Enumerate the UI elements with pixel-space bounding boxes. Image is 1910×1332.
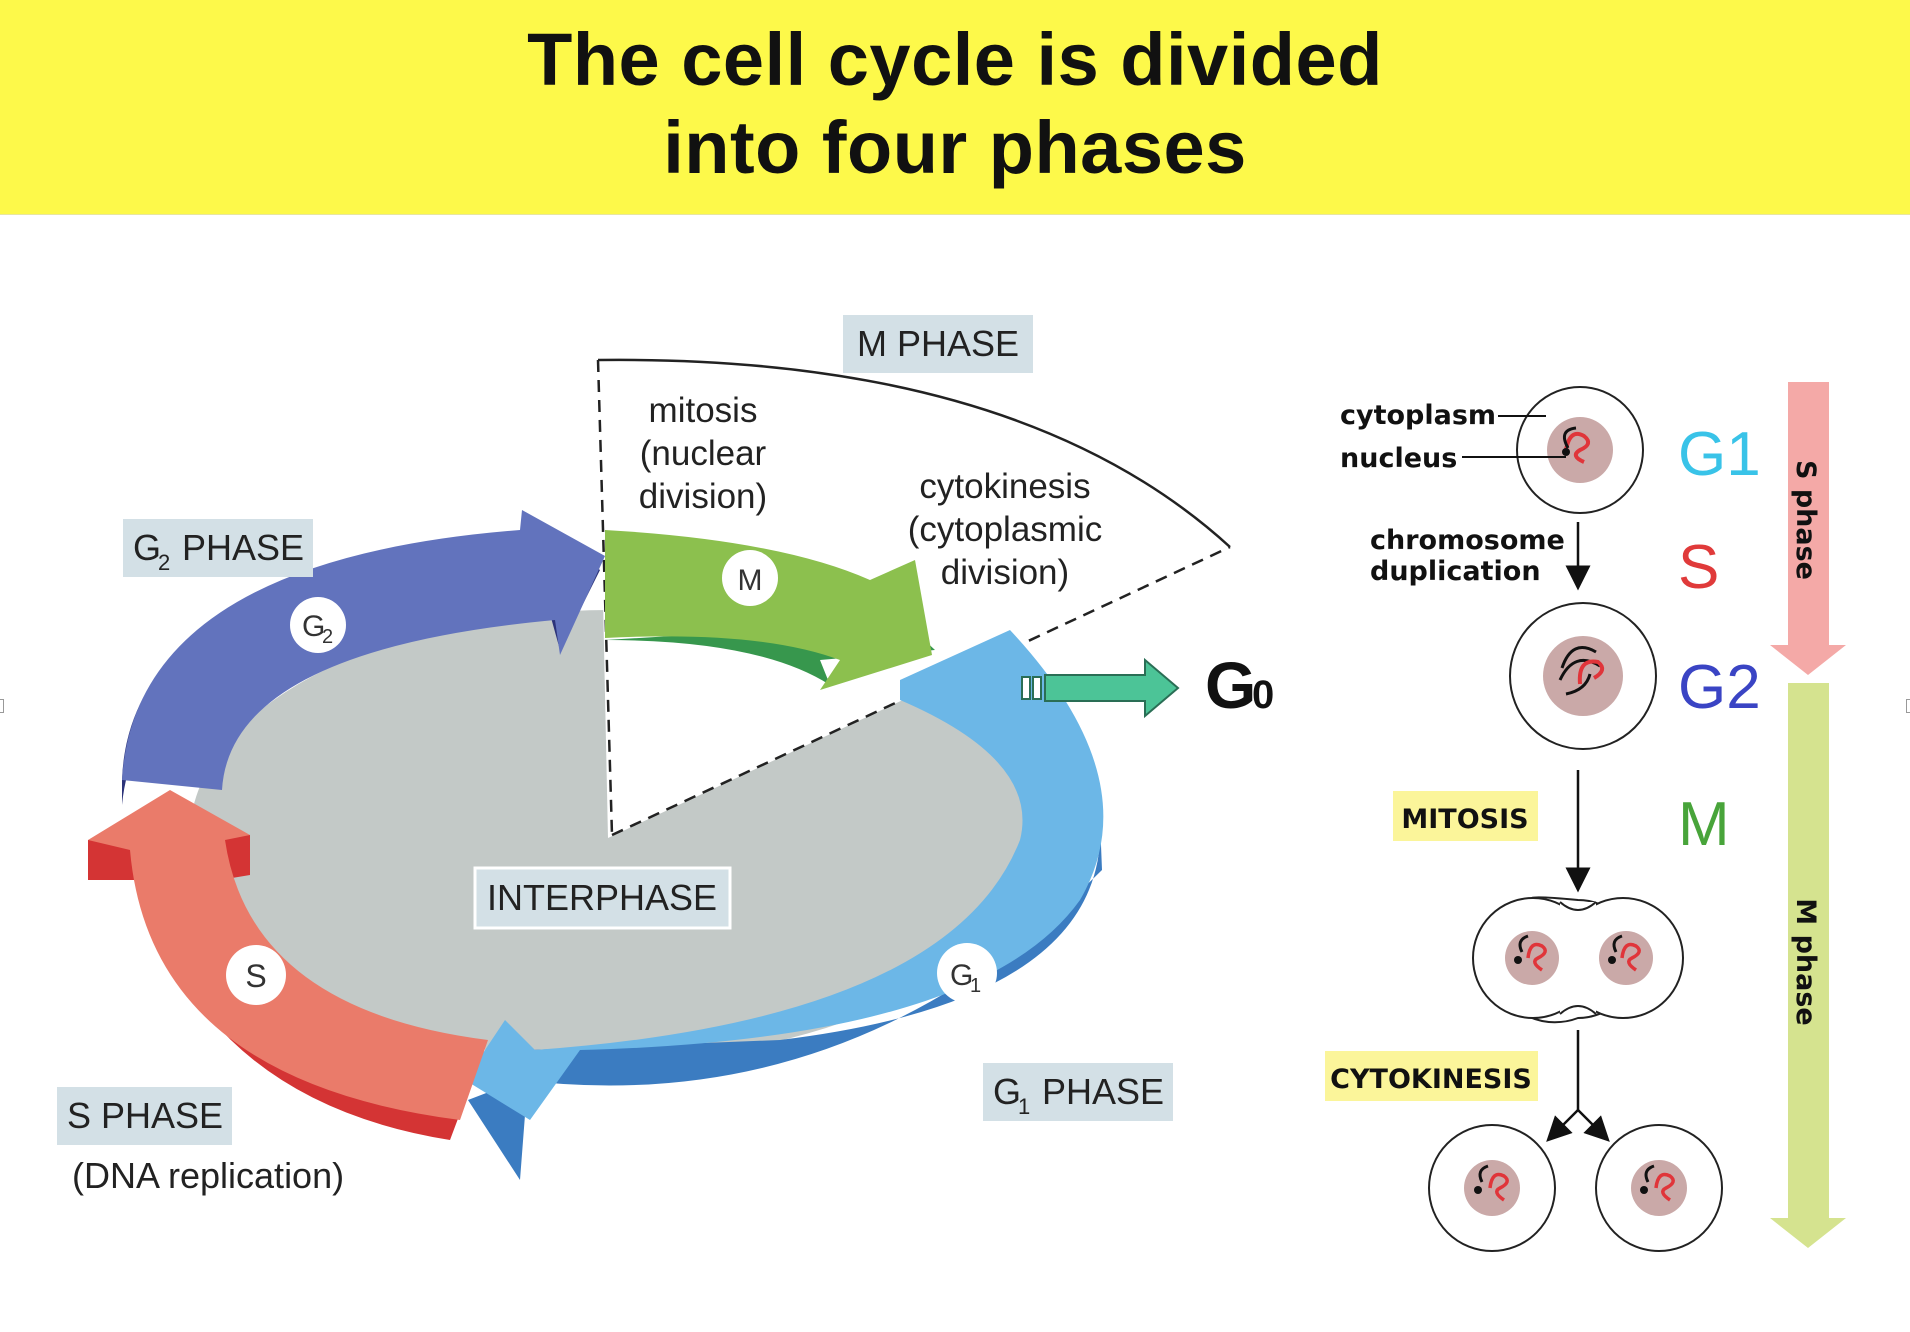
svg-text:2: 2 [158,550,170,575]
chromosome-label-2: duplication [1370,556,1541,587]
g2-phase-label: G 2 PHASE [123,519,313,577]
g1-phase-label: G 1 PHASE [983,1063,1173,1121]
arrow-3-left [1546,1109,1579,1142]
chromosome-label-1: chromosome [1370,525,1565,556]
title-line-2: into four phases [663,106,1247,189]
svg-text:division): division) [941,553,1069,592]
svg-text:G: G [302,610,325,643]
m-arrow [605,530,935,690]
svg-text:division): division) [639,477,767,516]
s-marker: S [226,945,286,1005]
svg-text:INTERPHASE: INTERPHASE [487,877,717,918]
svg-text:M: M [738,564,763,597]
svg-text:(cytoplasmic: (cytoplasmic [908,510,1102,549]
m-phase-bar: M phase [1770,683,1846,1248]
svg-text:PHASE: PHASE [172,527,304,568]
phase-letter-m: M [1678,790,1730,859]
svg-text:1: 1 [1018,1094,1030,1119]
g0-label: G 0 [1205,648,1274,722]
s-phase-bar: S phase [1770,382,1846,675]
g2-arrow [122,510,605,805]
svg-text:PHASE: PHASE [1032,1071,1164,1112]
svg-text:MITOSIS: MITOSIS [1401,804,1528,835]
svg-text:S: S [245,958,266,994]
mitosis-stage-label: MITOSIS [1393,791,1538,841]
g2-marker: G 2 [290,597,346,653]
svg-text:S PHASE: S PHASE [67,1095,223,1136]
g1-marker: G 1 [937,943,997,1003]
svg-text:2: 2 [322,626,333,648]
g0-arrow [1021,657,1180,719]
svg-text:0: 0 [1252,673,1274,717]
cell-mitosis [1472,896,1684,1024]
svg-text:S phase: S phase [1790,460,1821,580]
phase-letter-g2: G2 [1678,653,1761,722]
wedge-arc [597,358,1231,548]
svg-text:G: G [993,1071,1021,1112]
arrow-3-right [1577,1109,1610,1142]
svg-text:cytokinesis: cytokinesis [919,467,1090,506]
svg-text:(nuclear: (nuclear [640,434,767,473]
m-phase-label: M PHASE [843,315,1033,373]
s-arrow [88,790,488,1140]
svg-text:CYTOKINESIS: CYTOKINESIS [1330,1064,1532,1095]
svg-text:M phase: M phase [1790,898,1821,1025]
mitosis-text: mitosis (nuclear division) [639,391,767,516]
cell-g2 [1509,602,1657,750]
cytoplasm-label: cytoplasm [1340,400,1496,431]
left-edge-marker [0,699,4,713]
svg-text:G: G [1205,648,1256,722]
svg-text:M PHASE: M PHASE [857,323,1019,364]
svg-text:mitosis: mitosis [649,391,758,430]
cytokinesis-text: cytokinesis (cytoplasmic division) [908,467,1102,592]
cytokinesis-stage-label: CYTOKINESIS [1325,1051,1538,1101]
phase-letter-s: S [1678,533,1719,602]
right-edge-marker [1906,699,1910,713]
m-marker: M [722,550,778,606]
cell-g1 [1516,386,1644,514]
svg-text:1: 1 [970,975,981,997]
s-phase-label: S PHASE [57,1087,232,1145]
svg-text:G: G [133,527,161,568]
title-banner: The cell cycle is divided into four phas… [0,0,1910,215]
daughter-cell-right [1595,1124,1723,1252]
interphase-label: INTERPHASE [473,866,732,930]
phase-letter-g1: G1 [1678,420,1761,489]
s-phase-note: (DNA replication) [72,1155,344,1196]
daughter-cell-left [1428,1124,1556,1252]
nucleus-label: nucleus [1340,443,1457,474]
title-line-1: The cell cycle is divided [527,18,1383,101]
svg-text:G: G [950,959,973,992]
